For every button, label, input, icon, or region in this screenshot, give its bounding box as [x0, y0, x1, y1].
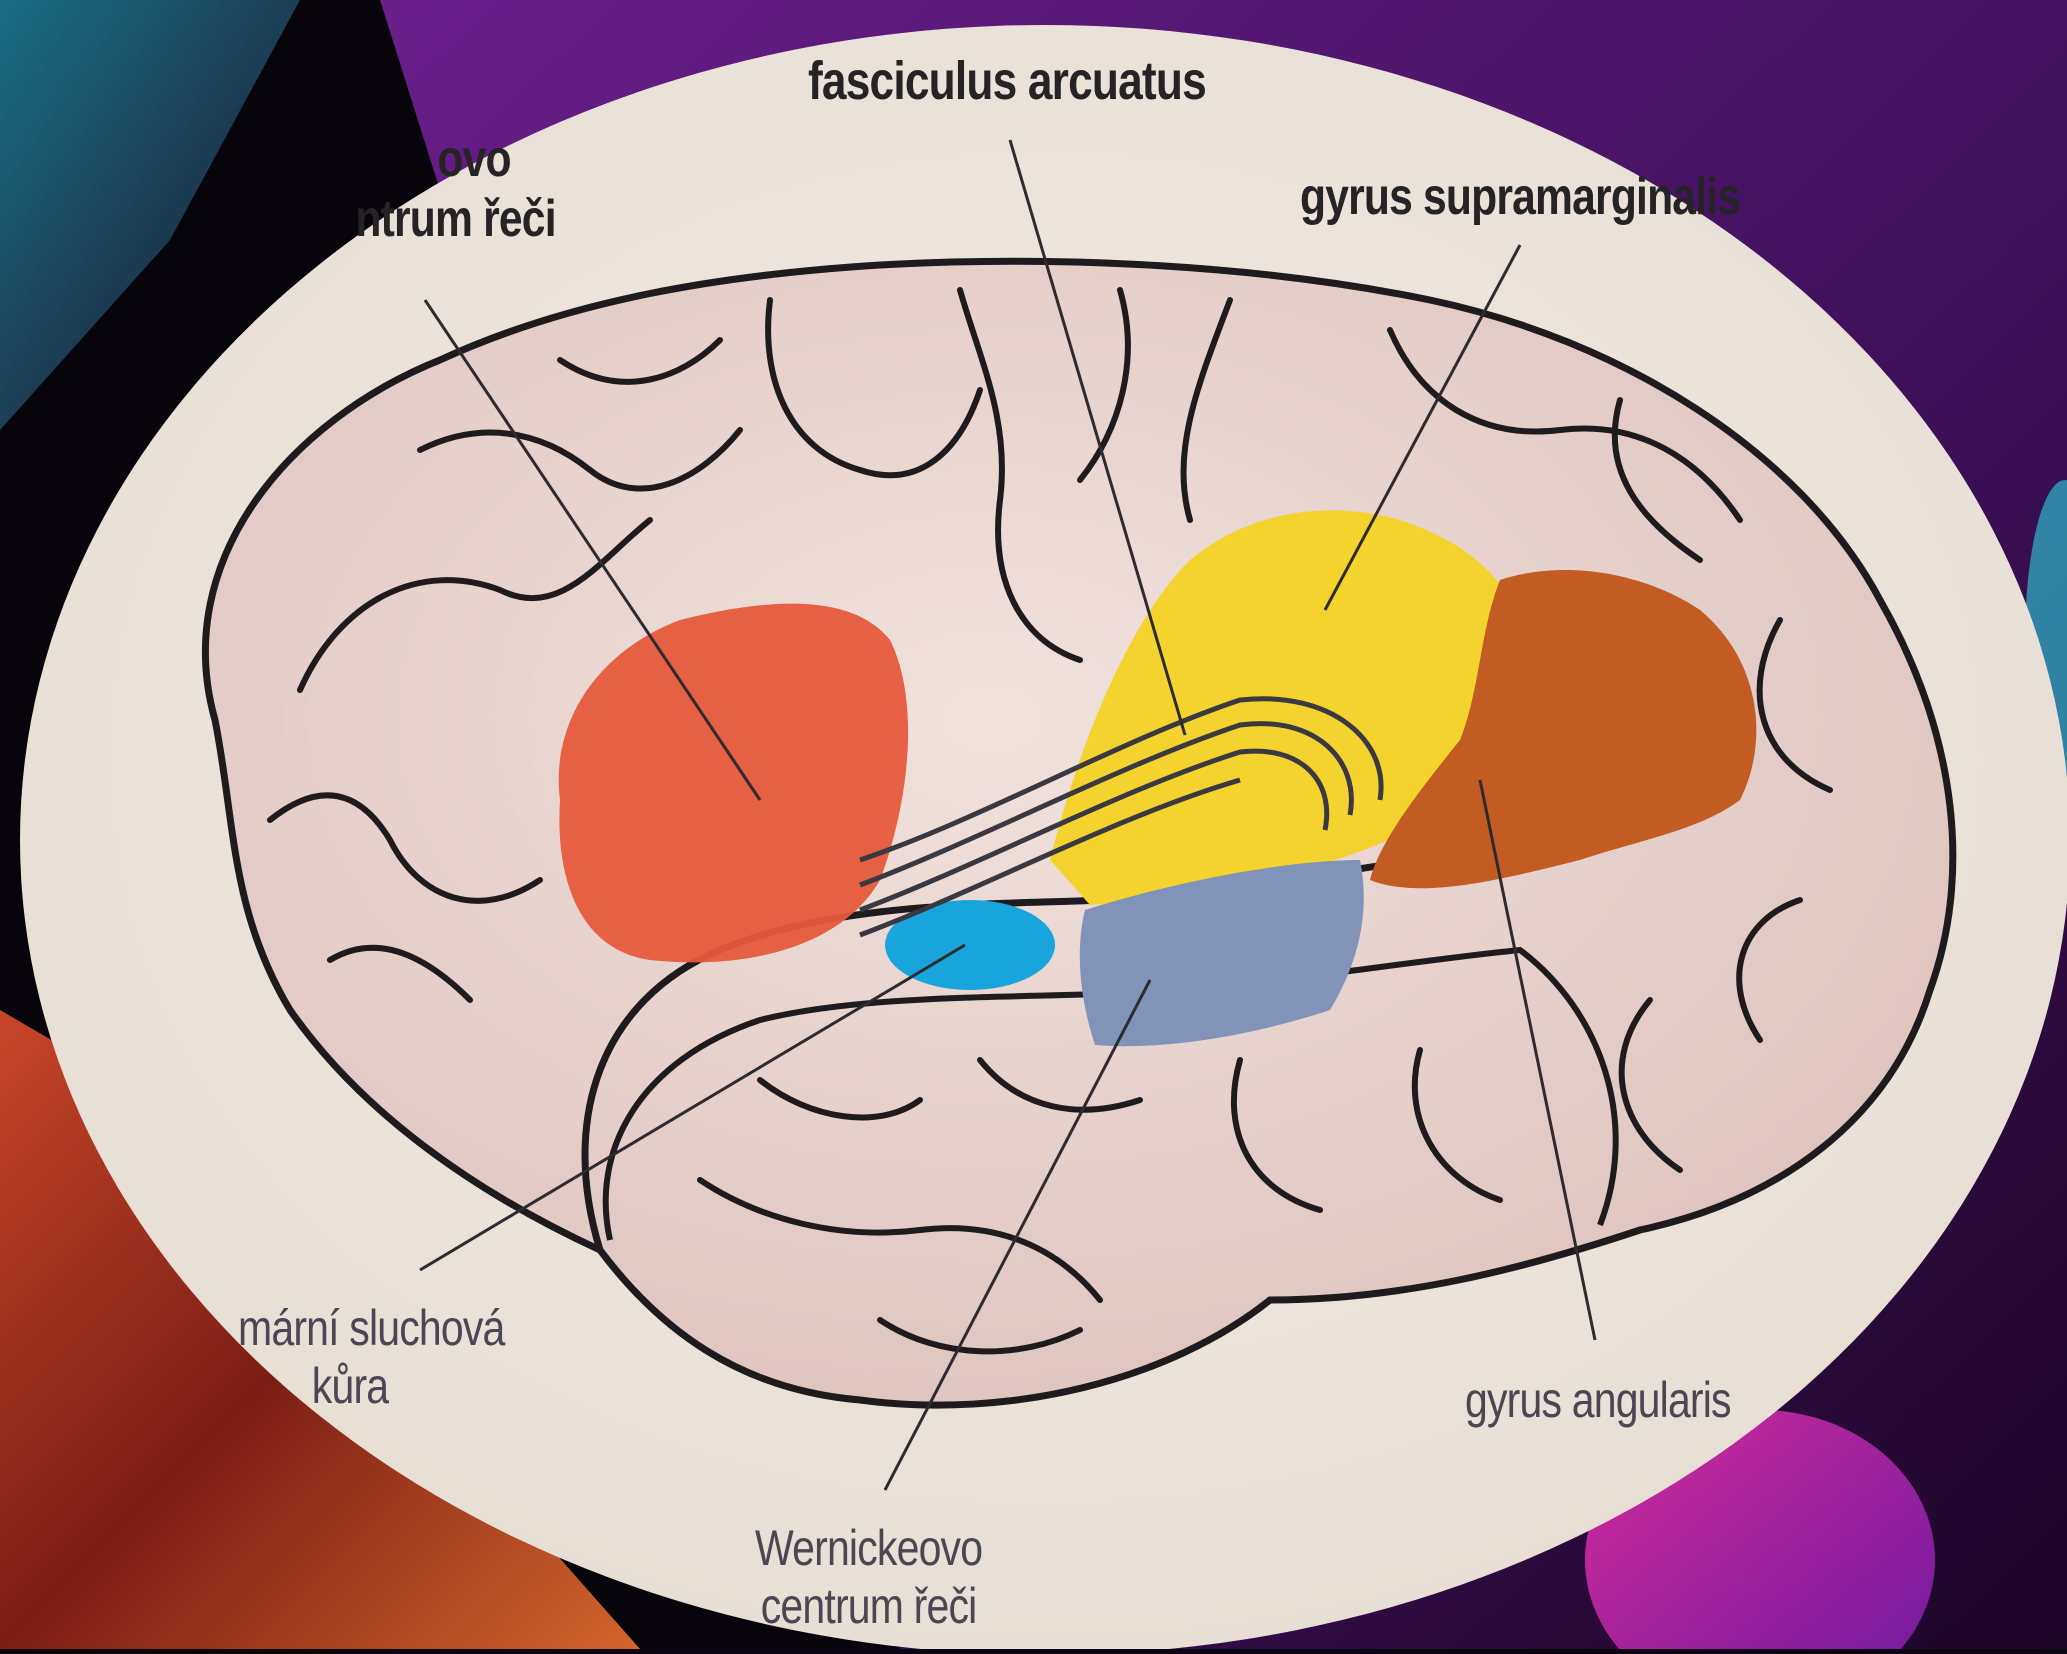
label-wernicke-line2: centrum řeči: [755, 1578, 982, 1636]
label-primary-auditory-cortex: mární sluchová kůra: [238, 1300, 505, 1415]
label-gyrus-supramarginalis: gyrus supramarginalis: [1300, 168, 1740, 228]
label-primary-line2: kůra: [238, 1358, 505, 1416]
label-broca-line2: ntrum řeči: [355, 190, 555, 250]
label-gyrus-angularis: gyrus angularis: [1465, 1372, 1731, 1430]
label-wernicke-center: Wernickeovo centrum řeči: [755, 1520, 982, 1635]
label-wernicke-line1: Wernickeovo: [755, 1520, 982, 1578]
label-fasciculus-arcuatus: fasciculus arcuatus: [808, 50, 1206, 112]
label-broca-center: ovo ntrum řeči: [380, 140, 556, 250]
label-broca-line1: ovo: [380, 130, 556, 190]
label-primary-line1: mární sluchová: [238, 1300, 505, 1358]
